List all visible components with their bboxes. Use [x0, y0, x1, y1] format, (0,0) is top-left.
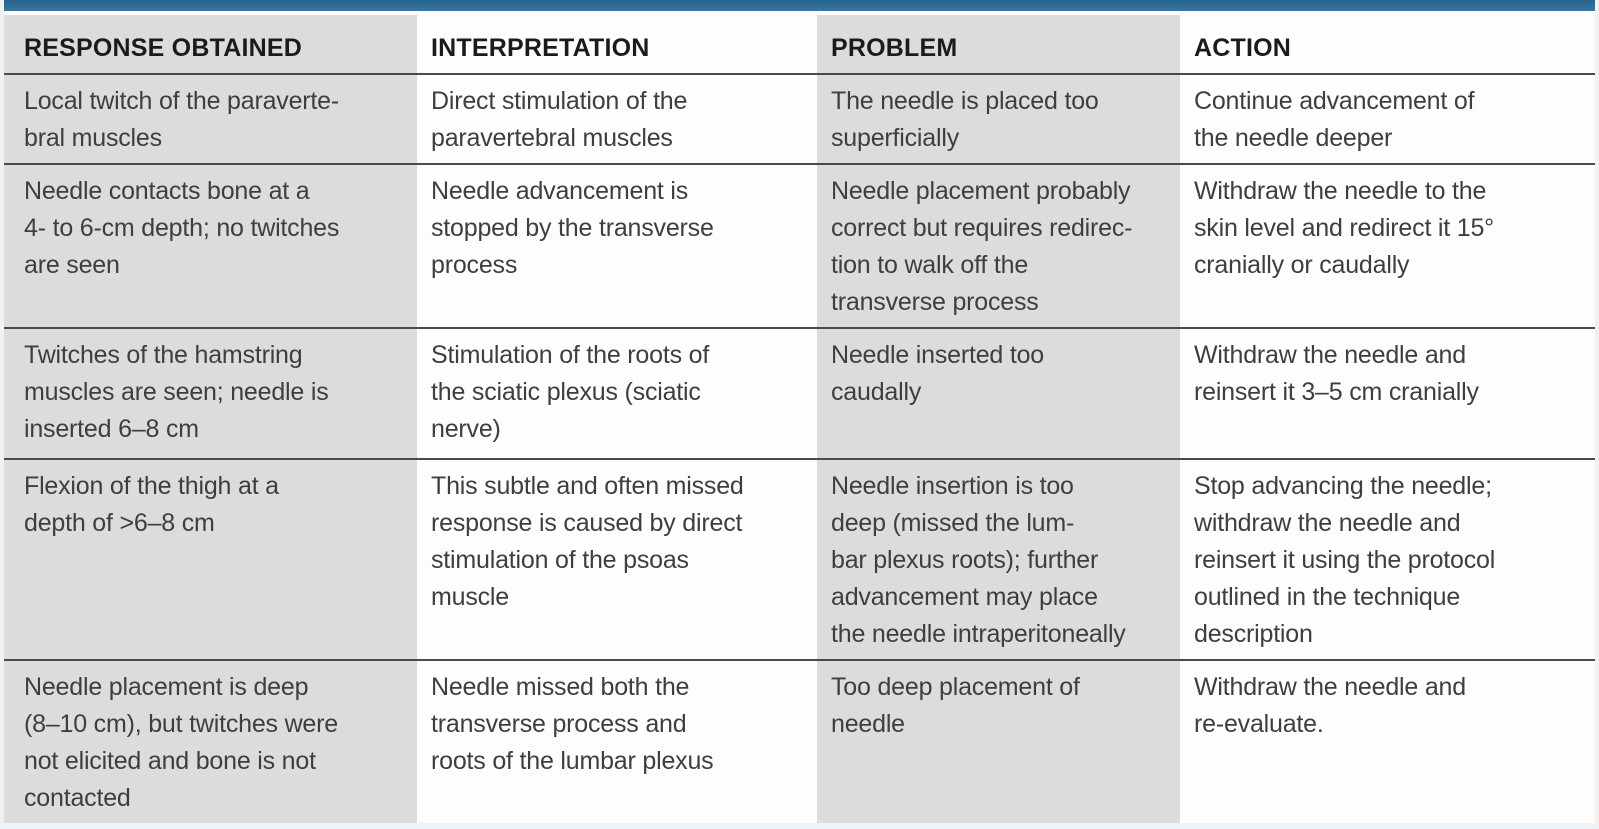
table-cell-action: Withdraw the needle and re-evaluate.: [1180, 661, 1595, 823]
top-gap: [4, 11, 1595, 15]
table-cell-interpretation: Direct stimulation of the paravertebral …: [417, 75, 817, 163]
table-cell-action: Continue advancement of the needle deepe…: [1180, 75, 1595, 163]
table-row-1: Local twitch of the paraverte- bral musc…: [4, 73, 1595, 163]
table-cell-interpretation: Stimulation of the roots of the sciatic …: [417, 329, 817, 458]
table-cell-response: Twitches of the hamstring muscles are se…: [4, 329, 417, 458]
table-cell-response: Flexion of the thigh at a depth of >6–8 …: [4, 460, 417, 659]
table-cell-response: Needle placement is deep (8–10 cm), but …: [4, 661, 417, 823]
top-accent-bar: [4, 0, 1595, 11]
table-cell-action: Withdraw the needle and reinsert it 3–5 …: [1180, 329, 1595, 458]
table-row-3: Twitches of the hamstring muscles are se…: [4, 327, 1595, 458]
troubleshooting-table: RESPONSE OBTAINED INTERPRETATION PROBLEM…: [4, 0, 1595, 829]
table-cell-interpretation: Needle missed both the transverse proces…: [417, 661, 817, 823]
table-cell-response: Local twitch of the paraverte- bral musc…: [4, 75, 417, 163]
column-header-interpretation: INTERPRETATION: [417, 15, 817, 73]
table-cell-problem: Needle placement probably correct but re…: [817, 165, 1180, 327]
column-header-action: ACTION: [1180, 15, 1595, 73]
table-cell-action: Stop advancing the needle; withdraw the …: [1180, 460, 1595, 659]
table-row-4: Flexion of the thigh at a depth of >6–8 …: [4, 458, 1595, 659]
table-cell-interpretation: This subtle and often missed response is…: [417, 460, 817, 659]
bottom-pale-strip: [4, 823, 1595, 829]
table-cell-problem: Needle inserted too caudally: [817, 329, 1180, 458]
table-cell-action: Withdraw the needle to the skin level an…: [1180, 165, 1595, 327]
table-row-5: Needle placement is deep (8–10 cm), but …: [4, 659, 1595, 823]
column-header-response-obtained: RESPONSE OBTAINED: [4, 15, 417, 73]
table-cell-response: Needle contacts bone at a 4- to 6-cm dep…: [4, 165, 417, 327]
table-cell-problem: Needle insertion is too deep (missed the…: [817, 460, 1180, 659]
table-cell-problem: Too deep placement of needle: [817, 661, 1180, 823]
table-row-2: Needle contacts bone at a 4- to 6-cm dep…: [4, 163, 1595, 327]
table-cell-interpretation: Needle advancement is stopped by the tra…: [417, 165, 817, 327]
table-cell-problem: The needle is placed too superficially: [817, 75, 1180, 163]
table-header-row: RESPONSE OBTAINED INTERPRETATION PROBLEM…: [4, 15, 1595, 73]
column-header-problem: PROBLEM: [817, 15, 1180, 73]
